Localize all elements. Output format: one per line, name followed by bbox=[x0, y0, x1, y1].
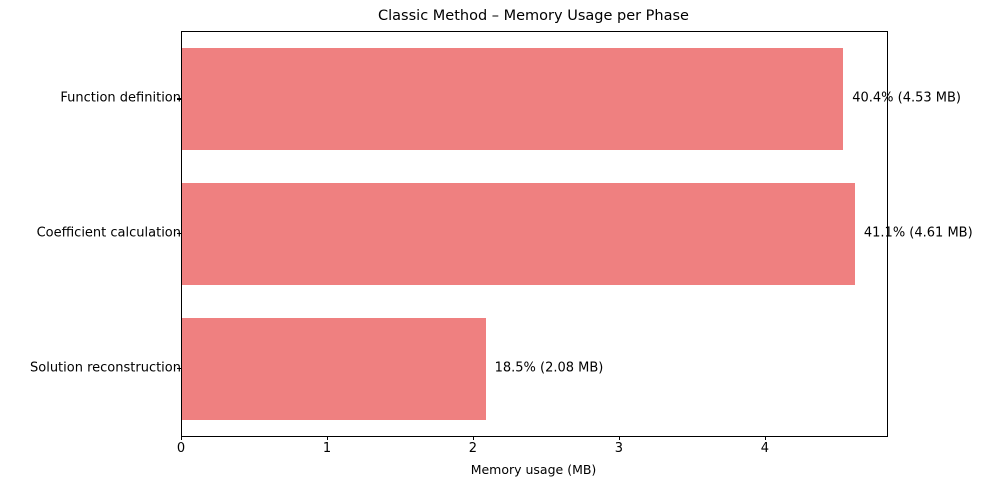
bar-value-label: 40.4% (4.53 MB) bbox=[852, 90, 961, 106]
plot-area bbox=[181, 31, 888, 437]
x-tick-label: 4 bbox=[760, 441, 769, 456]
x-tick-label: 2 bbox=[468, 441, 478, 456]
y-tick-mark bbox=[177, 233, 181, 235]
bars-container bbox=[182, 32, 887, 436]
x-tick-mark bbox=[618, 436, 621, 440]
y-tick-label: Solution reconstruction bbox=[30, 360, 181, 376]
y-tick-mark bbox=[177, 367, 181, 369]
x-tick-label: 1 bbox=[322, 441, 332, 456]
x-tick-label: 3 bbox=[614, 441, 624, 456]
bar-value-label: 41.1% (4.61 MB) bbox=[863, 225, 973, 241]
bar-value-label: 18.5% (2.08 MB) bbox=[494, 360, 604, 376]
chart-title: Classic Method – Memory Usage per Phase bbox=[378, 8, 689, 24]
x-tick-mark bbox=[326, 436, 329, 440]
x-tick-mark bbox=[181, 436, 183, 440]
y-tick-label: Coefficient calculation bbox=[36, 225, 181, 241]
x-axis-title: Memory usage (MB) bbox=[470, 462, 597, 477]
x-tick-mark bbox=[472, 436, 475, 440]
x-tick-mark bbox=[764, 436, 767, 440]
y-tick-label: Function definition bbox=[60, 90, 181, 106]
bar bbox=[182, 183, 855, 285]
bar bbox=[182, 48, 844, 151]
y-tick-mark bbox=[177, 98, 181, 100]
x-tick-label: 0 bbox=[176, 441, 186, 456]
bar bbox=[182, 317, 486, 420]
